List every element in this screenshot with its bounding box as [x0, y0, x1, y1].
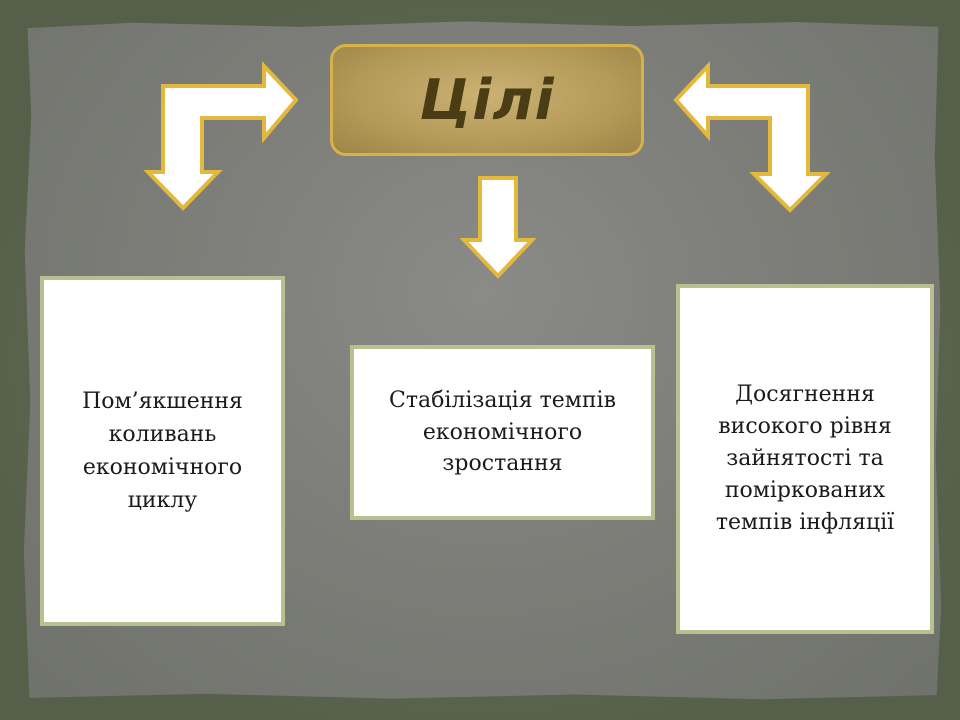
goal-box-middle: Стабілізація темпів економічного зростан…: [350, 345, 655, 520]
title-box: Цілі: [330, 44, 644, 156]
goal-text-right: Досягнення високого рівня зайнятості та …: [715, 382, 895, 535]
goal-text-middle: Стабілізація темпів економічного зростан…: [389, 387, 616, 477]
goal-box-right: Досягнення високого рівня зайнятості та …: [676, 284, 934, 634]
goal-box-left: Пом’якшення коливань економічного циклу: [40, 276, 285, 626]
arrow-down-icon: [459, 176, 537, 279]
bent-arrow-down-left-icon: [143, 60, 299, 211]
bent-arrow-down-right-icon: [673, 60, 831, 213]
slide-title: Цілі: [419, 67, 555, 133]
goal-text-left: Пом’якшення коливань економічного циклу: [82, 389, 243, 513]
